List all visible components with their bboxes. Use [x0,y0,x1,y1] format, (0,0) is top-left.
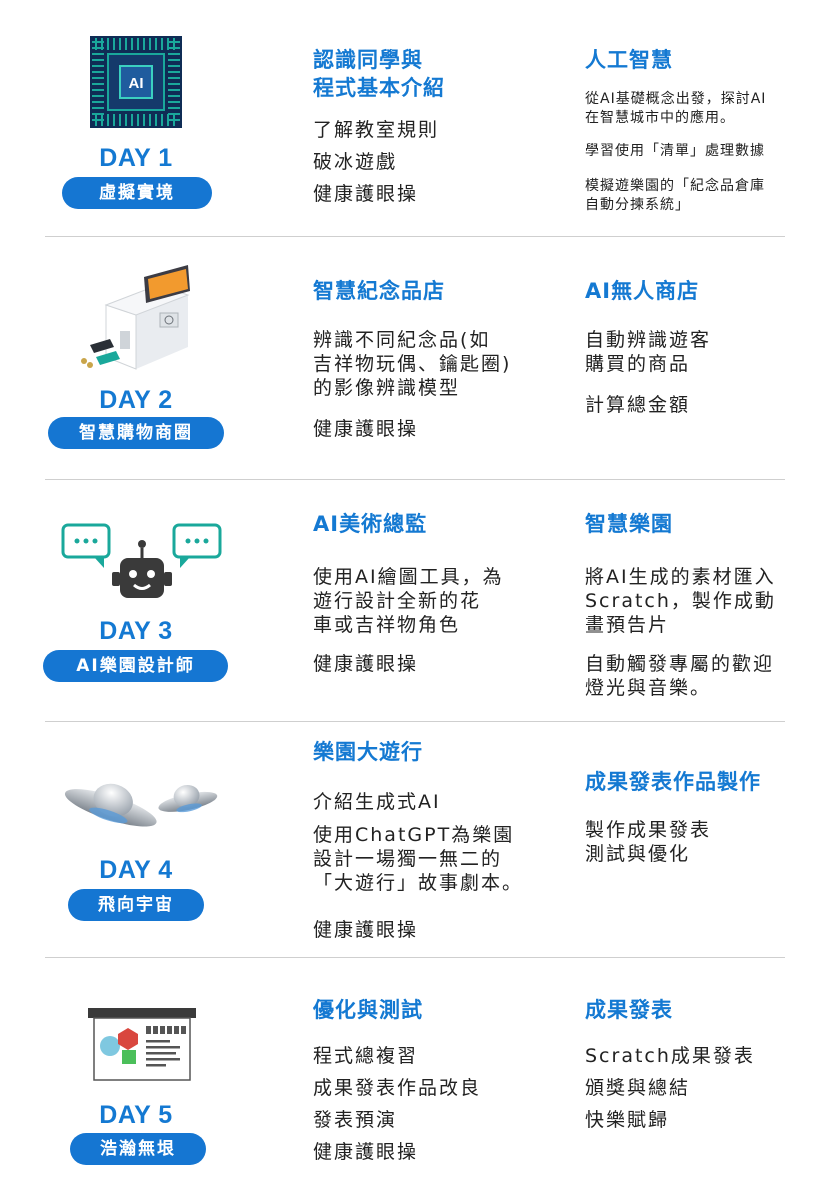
theme-pill: 智慧購物商圈 [48,417,224,449]
morning-item: 健康護眼操 [313,919,419,941]
chatbot-robot-icon [61,523,222,598]
day-label: DAY 3 [99,617,173,645]
self-checkout-kiosk-icon [81,265,190,370]
ufo-icon [64,783,218,827]
morning-item: 程式總複習 [313,1045,419,1067]
afternoon-title: AI無人商店 [585,279,700,303]
day-row-3: DAY 3 AI樂園設計師 AI美術總監 使用AI繪圖工具，為 遊行設計全新的花… [0,480,830,721]
afternoon-item: Scratch成果發表 [585,1045,755,1067]
section-divider [45,957,785,958]
afternoon-item: 製作成果發表 測試與優化 [585,819,712,865]
day-row-4: DAY 4 飛向宇宙 樂園大遊行 介紹生成式AI 使用ChatGPT為樂園 設計… [0,722,830,957]
presentation-board-icon [88,1008,196,1081]
morning-item: 發表預演 [313,1109,398,1131]
morning-title: 認識同學與 程式基本介紹 [313,48,445,100]
day-row-2: DAY 2 智慧購物商圈 智慧紀念品店 辨識不同紀念品(如 吉祥物玩偶、鑰匙圈)… [0,237,830,479]
morning-item: 了解教室規則 [313,119,440,141]
afternoon-item: 學習使用「清單」處理數據 [585,143,765,159]
afternoon-title: 智慧樂園 [585,512,673,536]
morning-item: 破冰遊戲 [313,151,398,173]
ai-chip-icon: AI [90,36,182,128]
afternoon-item: 從AI基礎概念出發，探討AI 在智慧城市中的應用。 [585,91,767,126]
morning-title: 智慧紀念品店 [313,279,445,303]
section-divider [45,236,785,237]
afternoon-item: 將AI生成的素材匯入 Scratch，製作成動 畫預告片 [585,566,776,636]
morning-item: 介紹生成式AI [313,791,441,813]
morning-title: AI美術總監 [313,512,428,536]
morning-title: 優化與測試 [313,998,423,1022]
afternoon-item: 自動辨識遊客 購買的商品 [585,329,712,375]
afternoon-item: 模擬遊樂園的「紀念品倉庫 自動分揀系統」 [585,178,765,213]
morning-item: 健康護眼操 [313,183,419,205]
chip-label: AI [129,75,144,92]
day-row-1: AI DAY 1 虛擬實境 認識同學與 程式基本介紹 了解教室規則 破冰遊戲 健… [0,0,830,236]
morning-item: 成果發表作品改良 [313,1077,482,1099]
day-label: DAY 1 [99,144,173,172]
section-divider [45,479,785,480]
afternoon-title: 成果發表 [585,998,673,1022]
morning-title: 樂園大遊行 [313,740,423,764]
afternoon-item: 計算總金額 [585,394,691,416]
theme-pill: 飛向宇宙 [68,889,204,921]
morning-item: 健康護眼操 [313,418,419,440]
morning-item: 使用AI繪圖工具，為 遊行設計全新的花 車或吉祥物角色 [313,566,504,636]
afternoon-title: 人工智慧 [585,48,673,72]
day-label: DAY 5 [99,1101,173,1129]
theme-pill: 虛擬實境 [62,177,212,209]
theme-pill: AI樂園設計師 [43,650,228,682]
day-row-5: DAY 5 浩瀚無垠 優化與測試 程式總複習 成果發表作品改良 發表預演 健康護… [0,958,830,1200]
afternoon-item: 快樂賦歸 [585,1109,670,1131]
morning-item: 健康護眼操 [313,653,419,675]
section-divider [45,721,785,722]
afternoon-item: 自動觸發專屬的歡迎 燈光與音樂。 [585,653,775,699]
morning-item: 使用ChatGPT為樂園 設計一場獨一無二的 「大遊行」故事劇本。 [313,824,524,894]
morning-item: 健康護眼操 [313,1141,419,1163]
day-label: DAY 2 [99,386,173,414]
afternoon-title: 成果發表作品製作 [585,770,761,794]
day-label: DAY 4 [99,856,173,884]
morning-item: 辨識不同紀念品(如 吉祥物玩偶、鑰匙圈) 的影像辨識模型 [313,329,512,399]
afternoon-item: 頒獎與總結 [585,1077,691,1099]
theme-pill: 浩瀚無垠 [70,1133,206,1165]
